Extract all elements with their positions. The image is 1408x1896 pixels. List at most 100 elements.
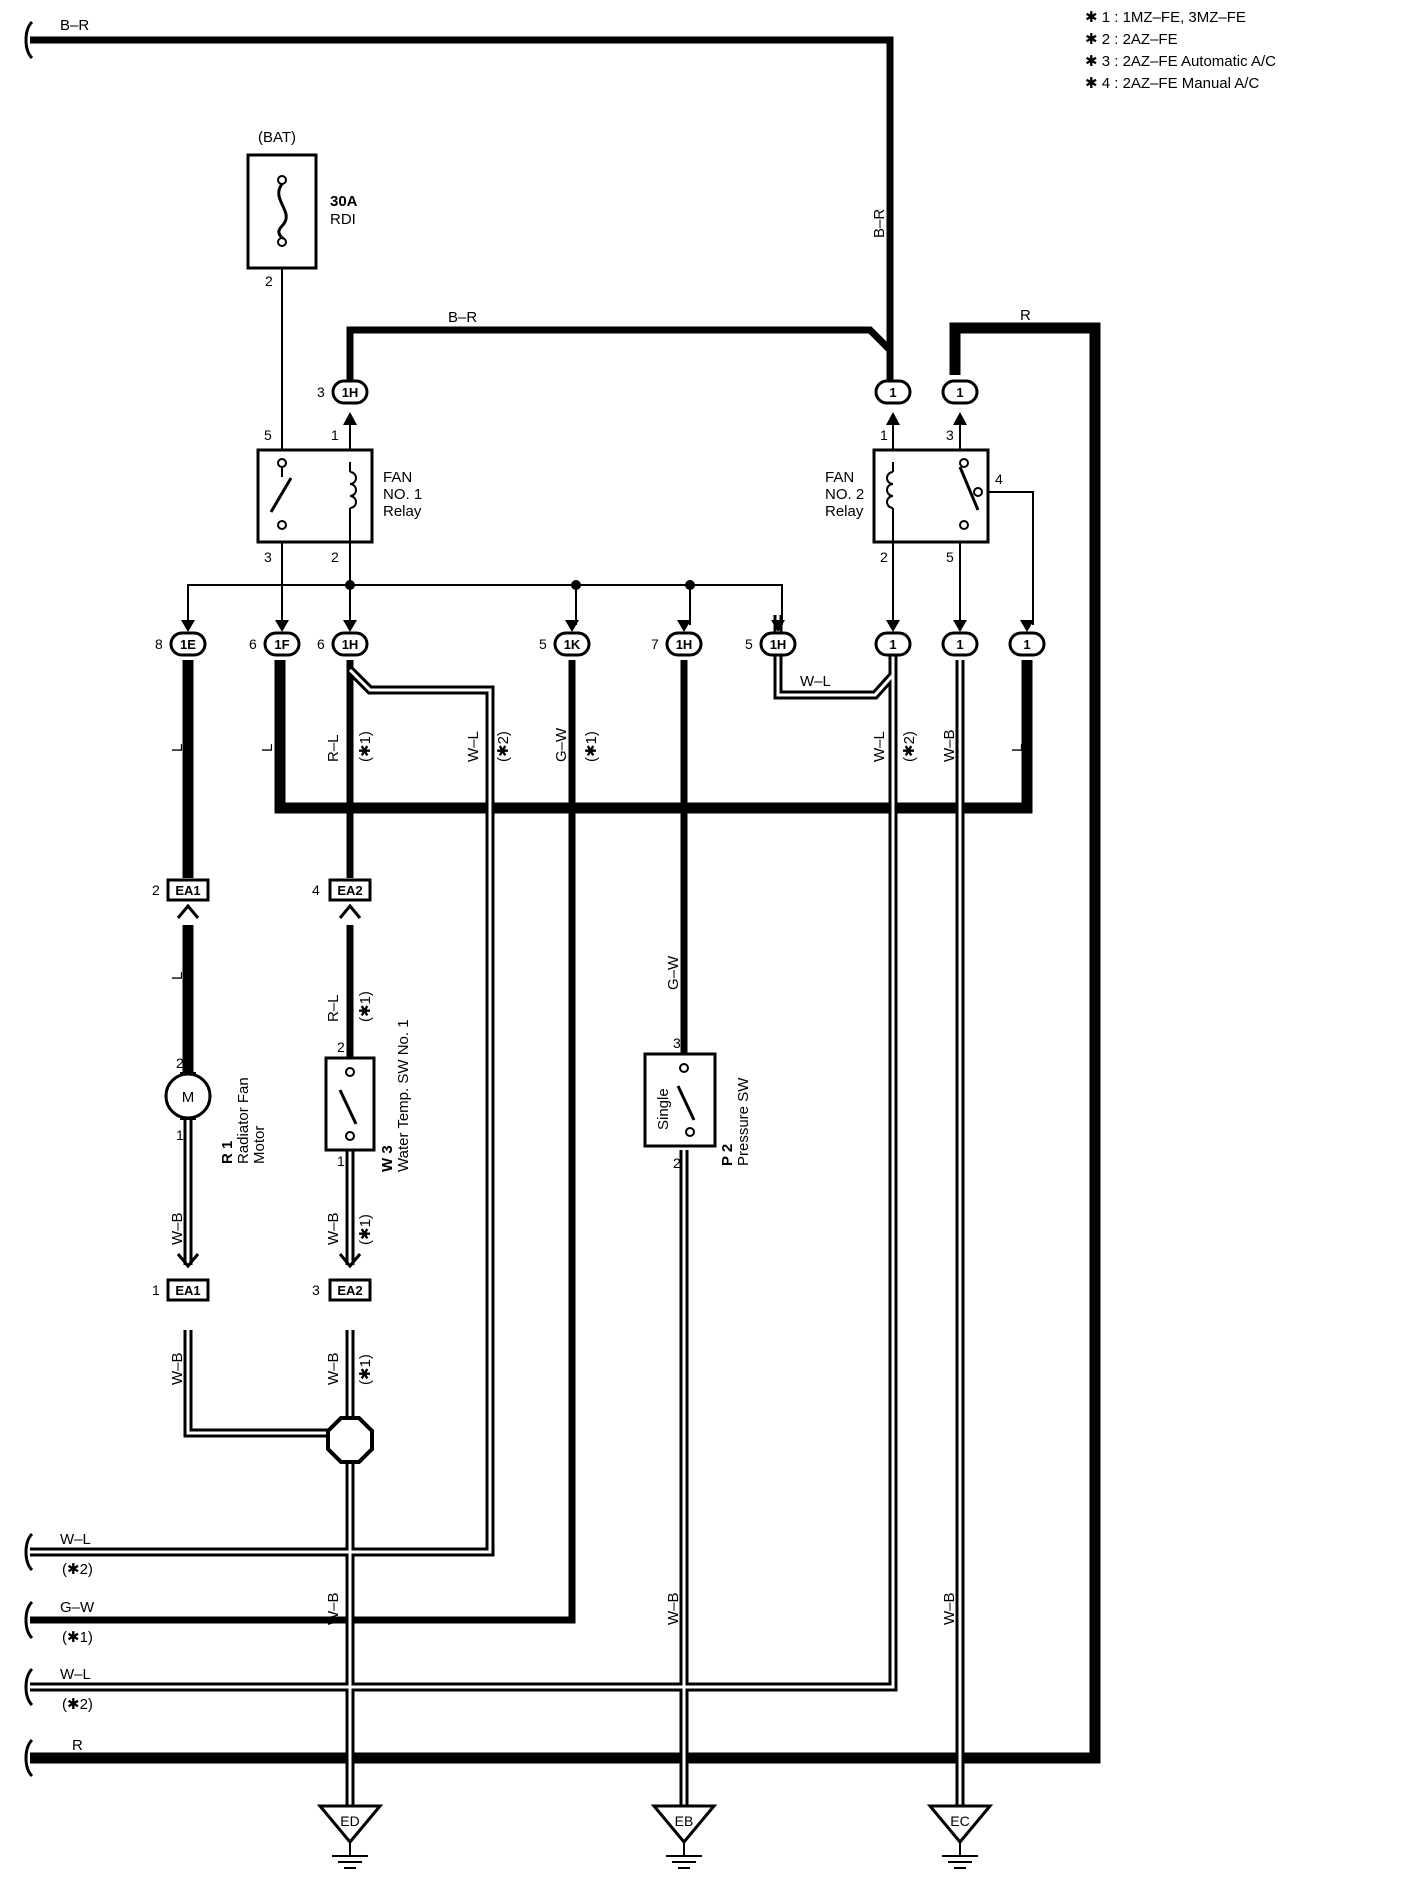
svg-text:1F: 1F — [274, 637, 289, 652]
svg-text:1E: 1E — [180, 637, 196, 652]
svg-text:(✱1): (✱1) — [357, 1214, 374, 1245]
svg-text:1: 1 — [956, 385, 963, 400]
connector-1-top-a: 1 — [874, 379, 912, 405]
svg-text:EA2: EA2 — [337, 1283, 362, 1298]
motor-id: R 1 — [219, 1141, 236, 1164]
svg-text:8: 8 — [155, 636, 163, 652]
relay1-line2: NO. 1 — [383, 486, 422, 503]
connector-1-mid-a: 1 — [874, 631, 912, 657]
svg-text:B–R: B–R — [871, 209, 888, 238]
pressure-sw-pin-2: 2 — [673, 1155, 681, 1171]
svg-text:1: 1 — [889, 637, 896, 652]
label-wl-short: W–L — [800, 673, 831, 690]
svg-text:W–L: W–L — [871, 731, 888, 762]
pressure-sw-pin-3: 3 — [673, 1035, 681, 1051]
svg-text:R–L: R–L — [325, 734, 342, 762]
connector-1h-top: 1H 3 — [317, 379, 369, 405]
fuse-rating: 30A — [330, 193, 358, 210]
edge-label-wl-2: W–L — [60, 1666, 91, 1683]
svg-text:ED: ED — [340, 1813, 359, 1829]
water-sw-name: Water Temp. SW No. 1 — [395, 1019, 412, 1172]
svg-text:W–B: W–B — [665, 1592, 682, 1625]
edge-label-gw: G–W — [60, 1599, 95, 1616]
relay2-pin-4: 4 — [995, 471, 1003, 487]
fan-no1-relay: FAN NO. 1 Relay 5 1 3 2 — [256, 427, 422, 565]
svg-text:W–L: W–L — [465, 731, 482, 762]
connector-1h-b: 1H 7 — [651, 631, 703, 657]
fuse-name: RDI — [330, 211, 356, 228]
svg-text:3: 3 — [317, 384, 325, 400]
motor-name-2: Motor — [251, 1126, 268, 1164]
edge-label-r: R — [72, 1737, 83, 1754]
ground-ed: ED — [316, 1804, 384, 1869]
water-sw-id: W 3 — [379, 1145, 396, 1172]
wire-l-bus — [274, 660, 1033, 814]
variant-notes: ✱ 1 : 1MZ–FE, 3MZ–FE ✱ 2 : 2AZ–FE ✱ 3 : … — [1085, 9, 1276, 92]
svg-text:(✱1): (✱1) — [357, 1354, 374, 1385]
relay2-pin-5: 5 — [946, 549, 954, 565]
relay2-line3: Relay — [825, 503, 864, 520]
note-1: ✱ 1 : 1MZ–FE, 3MZ–FE — [1085, 9, 1246, 26]
relay2-pin-1: 1 — [880, 427, 888, 443]
fuse-30a-rdi: (BAT) 30A RDI 2 — [246, 129, 358, 289]
edge-note-2a: (✱2) — [62, 1561, 93, 1578]
relay1-pin-3: 3 — [264, 549, 272, 565]
svg-text:5: 5 — [745, 636, 753, 652]
water-sw-pin-2: 2 — [337, 1039, 345, 1055]
svg-text:(✱2): (✱2) — [495, 731, 512, 762]
pressure-sw-inner: Single — [655, 1088, 672, 1130]
connector-ea2-bottom: EA2 3 — [312, 1253, 372, 1302]
connector-1f: 1F 6 — [249, 631, 301, 657]
wire-gw-1k — [30, 660, 576, 1624]
junction-dot — [571, 580, 581, 590]
junction-dots — [345, 580, 695, 590]
edge-label-wl-1: W–L — [60, 1531, 91, 1548]
thick-wires — [30, 322, 1101, 1764]
splice-point — [326, 1416, 374, 1464]
label-br-top: B–R — [448, 309, 477, 326]
svg-text:G–W: G–W — [553, 727, 570, 762]
inline-connectors: EA1 2 EA2 4 EA1 1 EA2 3 — [152, 878, 372, 1302]
svg-text:1: 1 — [889, 385, 896, 400]
wire-labels-horizontal: B–R R W–L — [448, 307, 1031, 690]
svg-text:G–W: G–W — [665, 955, 682, 990]
connector-1e: 1E 8 — [155, 631, 207, 657]
connector-1h-a: 1H 6 — [317, 631, 369, 657]
svg-text:(✱2): (✱2) — [901, 731, 918, 762]
relay1-line3: Relay — [383, 503, 422, 520]
svg-text:3: 3 — [312, 1282, 320, 1298]
note-4: ✱ 4 : 2AZ–FE Manual A/C — [1085, 75, 1259, 92]
relay1-pin-5: 5 — [264, 427, 272, 443]
svg-text:7: 7 — [651, 636, 659, 652]
svg-text:W–B: W–B — [325, 1592, 342, 1625]
label-r-top: R — [1020, 307, 1031, 324]
svg-text:6: 6 — [317, 636, 325, 652]
fuse-source: (BAT) — [258, 129, 296, 146]
fan-no2-relay: FAN NO. 2 Relay 1 3 4 2 5 — [825, 427, 1003, 565]
thin-wires — [187, 248, 1034, 625]
svg-text:1H: 1H — [342, 637, 359, 652]
mid-connectors: 1E 8 1F 6 1H 6 1K 5 1H 7 1H 5 — [155, 620, 1046, 657]
pressure-sw-name: Pressure SW — [735, 1077, 752, 1166]
svg-text:1: 1 — [152, 1282, 160, 1298]
svg-text:W–B: W–B — [941, 729, 958, 762]
note-2: ✱ 2 : 2AZ–FE — [1085, 31, 1178, 48]
svg-text:L: L — [169, 744, 186, 752]
svg-text:W–B: W–B — [169, 1212, 186, 1245]
relay2-line2: NO. 2 — [825, 486, 864, 503]
wire-br-relay — [346, 326, 893, 385]
relay1-pin-1: 1 — [331, 427, 339, 443]
ground-ec: EC — [926, 1804, 994, 1869]
svg-text:L: L — [1009, 744, 1026, 752]
connector-1-mid-c: 1 — [1008, 631, 1046, 657]
svg-text:1H: 1H — [342, 385, 359, 400]
svg-text:(✱1): (✱1) — [357, 731, 374, 762]
svg-text:W–B: W–B — [325, 1212, 342, 1245]
top-connectors: 1H 3 1 1 — [317, 379, 979, 425]
svg-text:L: L — [169, 972, 186, 980]
svg-text:EA1: EA1 — [175, 1283, 200, 1298]
relay2-line1: FAN — [825, 469, 854, 486]
fuse-pin: 2 — [265, 273, 273, 289]
svg-text:6: 6 — [249, 636, 257, 652]
